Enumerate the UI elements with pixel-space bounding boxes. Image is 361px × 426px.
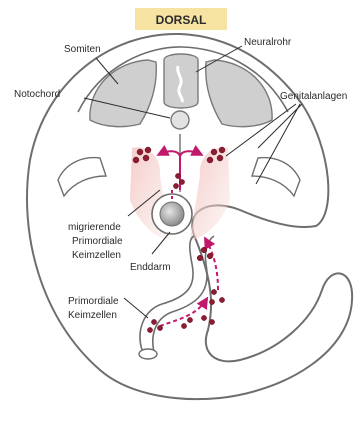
label-migrierende-2: Primordiale bbox=[72, 236, 123, 247]
label-enddarm: Enddarm bbox=[130, 262, 171, 273]
hindgut-inner bbox=[160, 202, 184, 226]
label-primordiale-1: Primordiale bbox=[68, 296, 119, 307]
label-notochord: Notochord bbox=[14, 89, 60, 100]
label-migrierende-3: Keimzellen bbox=[72, 250, 121, 261]
notochord bbox=[171, 111, 189, 129]
body-fold-left bbox=[58, 158, 106, 196]
somite-left bbox=[90, 60, 156, 127]
dorsal-label: DORSAL bbox=[156, 13, 207, 27]
gut-tube bbox=[140, 236, 214, 352]
label-primordiale-2: Keimzellen bbox=[68, 310, 117, 321]
label-somiten: Somiten bbox=[64, 44, 101, 55]
label-neuralrohr: Neuralrohr bbox=[244, 37, 292, 48]
label-migrierende-1: migrierende bbox=[68, 222, 121, 233]
body-fold-right bbox=[252, 158, 300, 196]
somite-right bbox=[206, 60, 272, 127]
gut-end bbox=[139, 349, 157, 359]
label-genitalanlagen: Genitalanlagen bbox=[280, 91, 347, 102]
